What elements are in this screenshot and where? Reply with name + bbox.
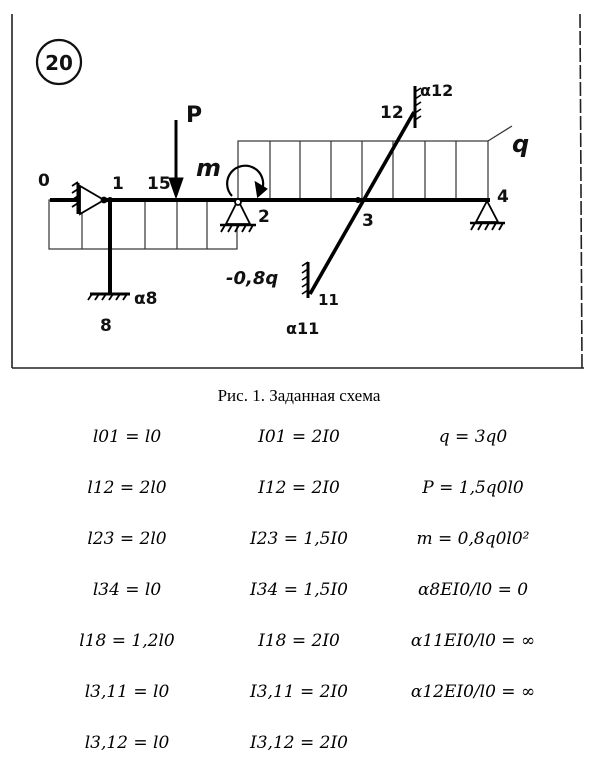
formula-i34: I34 = 1,5I0 — [250, 580, 348, 600]
node-1-dot — [107, 197, 113, 203]
node-15-label: 15 — [147, 174, 171, 194]
formula-l18: l18 = 1,2l0 — [79, 631, 175, 651]
node-11-label: 11 — [318, 291, 339, 309]
formula-i23: I23 = 1,5I0 — [250, 529, 348, 549]
alpha-11-label: α11 — [286, 319, 319, 338]
alpha-8-label: α8 — [134, 289, 158, 309]
formula-l3-11: l3,11 = l0 — [84, 682, 170, 702]
figure-caption: Рис. 1. Заданная схема — [217, 386, 381, 405]
node-12-label: 12 — [380, 103, 404, 123]
alpha-12-label: α12 — [420, 81, 453, 100]
formula-i12: I12 = 2I0 — [258, 478, 340, 498]
pin-support-2 — [220, 197, 256, 233]
formula-l12: l12 = 2l0 — [87, 478, 167, 498]
pin-support-4 — [470, 199, 505, 231]
distributed-load-q — [237, 125, 513, 201]
structural-scheme: 20 — [11, 13, 584, 369]
svg-text:20: 20 — [45, 51, 73, 75]
formula-i01: I01 = 2I0 — [258, 427, 340, 447]
inclined-bar-11-12 — [308, 111, 416, 295]
node-2-label: 2 — [258, 207, 270, 227]
load-q-label: q — [512, 130, 529, 158]
node-0-label: 0 — [38, 171, 50, 191]
formula-q: q = 3q0 — [438, 427, 508, 447]
node-3-dot — [355, 197, 361, 203]
moment-m-label: m — [196, 154, 221, 182]
frame-border — [11, 13, 584, 369]
formula-l34: l34 = l0 — [92, 580, 162, 600]
formula-alpha11: α11EI0/l0 = ∞ — [410, 631, 536, 651]
formula-alpha12: α12EI0/l0 = ∞ — [410, 682, 536, 702]
node-3-label: 3 — [362, 211, 374, 231]
formula-i3-11: I3,11 = 2I0 — [250, 682, 348, 702]
scheme-number-badge: 20 — [35, 38, 83, 86]
node-8-label: 8 — [100, 316, 112, 336]
node-1-label: 1 — [112, 174, 124, 194]
node-4-label: 4 — [497, 187, 509, 207]
formula-p: P = 1,5q0l0 — [422, 478, 524, 498]
elastic-support-8 — [87, 292, 130, 301]
force-p-label: P — [186, 103, 202, 128]
formula-i3-12: I3,12 = 2I0 — [250, 733, 348, 753]
hinge-support-0 — [71, 181, 108, 216]
force-p-arrow — [168, 120, 184, 200]
formula-l23: l23 = 2l0 — [87, 529, 167, 549]
formula-l3-12: l3,12 = l0 — [84, 733, 170, 753]
formula-l01: l01 = l0 — [92, 427, 162, 447]
load-negative-label: -0,8q — [226, 268, 278, 289]
moment-m-arrow — [226, 164, 268, 199]
elastic-support-12 — [413, 86, 422, 128]
formula-m: m = 0,8q0l0² — [416, 529, 530, 549]
formula-alpha8: α8EI0/l0 = 0 — [417, 580, 529, 600]
elastic-support-11 — [301, 261, 310, 298]
formula-i18: I18 = 2I0 — [258, 631, 340, 651]
